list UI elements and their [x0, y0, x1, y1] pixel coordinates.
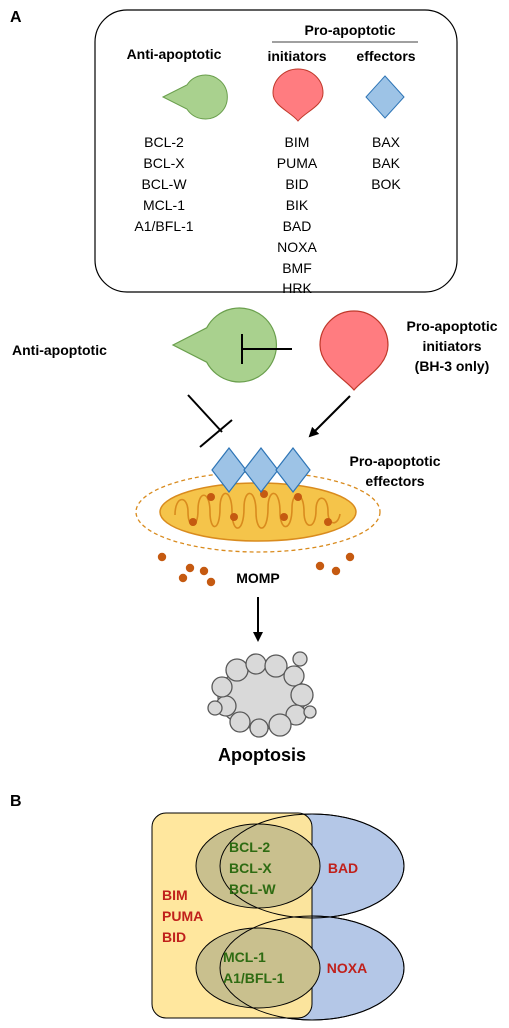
box-initiators-header: initiators — [267, 48, 326, 64]
anti-list-item: MCL-1 — [143, 197, 185, 213]
anti-apoptotic-pacman-large-icon — [171, 307, 277, 383]
top-group-list: BCL-2 BCL-X BCL-W — [229, 839, 276, 897]
effector-list-item: BAX — [372, 134, 401, 150]
effector-diamond-icon — [275, 447, 311, 493]
anti-list-item: BCL-2 — [144, 134, 184, 150]
bad-label: BAD — [328, 860, 358, 876]
pathway-effectors-label-1: Pro-apoptotic — [350, 453, 441, 469]
anti-apoptotic-list: BCL-2 BCL-X BCL-W MCL-1 A1/BFL-1 — [134, 134, 193, 234]
initiator-list-item: BAD — [283, 218, 312, 234]
apoptosis-label: Apoptosis — [218, 745, 306, 765]
cristae — [174, 492, 341, 529]
initiator-list-item: BIM — [285, 134, 310, 150]
anti-list-item: BCL-W — [141, 176, 187, 192]
panel-b-label: B — [10, 793, 22, 810]
yellow-group-list: BIM PUMA BID — [162, 887, 203, 945]
effector-list-item: BAK — [372, 155, 401, 171]
pathway-initiators-label-3: (BH-3 only) — [415, 358, 490, 374]
apoptotic-cell-icon — [207, 651, 317, 738]
initiators-list: BIM PUMA BID BIK BAD NOXA BMF HRK — [277, 134, 318, 296]
venn-label-red: PUMA — [162, 908, 203, 924]
venn-label-green: BCL-X — [229, 860, 272, 876]
bcl2-family-box — [94, 9, 458, 293]
venn-label-red: BID — [162, 929, 186, 945]
anti-inhibits-effectors-line — [187, 394, 223, 433]
cytochrome-dots-inner — [189, 490, 332, 526]
effectors-list: BAX BAK BOK — [371, 134, 401, 192]
initiator-drop-icon — [272, 68, 324, 122]
bottom-group-list: MCL-1 A1/BFL-1 — [223, 949, 285, 986]
effector-diamond-icon — [365, 75, 405, 119]
venn-label-green: MCL-1 — [223, 949, 266, 965]
box-anti-header: Anti-apoptotic — [127, 46, 222, 62]
pathway-initiators-label-2: initiators — [422, 338, 481, 354]
venn-label-green: BCL-W — [229, 881, 276, 897]
initiator-list-item: BMF — [282, 260, 312, 276]
bad-ellipse-outline — [219, 813, 405, 919]
venn-label-red: BIM — [162, 887, 188, 903]
pathway-initiators-label-1: Pro-apoptotic — [407, 318, 498, 334]
anti-apoptotic-pacman-icon — [161, 74, 228, 120]
initiator-drop-large-icon — [319, 310, 389, 391]
effector-diamond-icon — [211, 447, 247, 493]
effector-diamonds — [211, 447, 311, 493]
venn-label-green: BCL-2 — [229, 839, 270, 855]
box-effectors-header: effectors — [356, 48, 415, 64]
initiator-list-item: BID — [285, 176, 308, 192]
noxa-ellipse-outline — [219, 915, 405, 1021]
venn-label-green: A1/BFL-1 — [223, 970, 285, 986]
initiator-list-item: HRK — [282, 280, 312, 296]
anti-list-item: A1/BFL-1 — [134, 218, 193, 234]
pathway-anti-label: Anti-apoptotic — [12, 342, 107, 358]
anti-list-item: BCL-X — [143, 155, 185, 171]
effector-diamond-icon — [243, 447, 279, 493]
initiator-list-item: NOXA — [277, 239, 317, 255]
mitochondrion — [159, 482, 357, 542]
initiator-list-item: PUMA — [277, 155, 318, 171]
pathway-effectors-label-2: effectors — [365, 473, 424, 489]
initiator-activates-effectors-arrow — [308, 395, 351, 438]
mcl1-group-ellipse — [195, 927, 321, 1009]
box-pro-header: Pro-apoptotic — [305, 22, 396, 38]
panel-a-label: A — [10, 9, 22, 26]
effector-list-item: BOK — [371, 176, 401, 192]
momp-label: MOMP — [236, 570, 280, 586]
cytochrome-dots-released — [157, 552, 355, 587]
noxa-label: NOXA — [327, 960, 367, 976]
anti-inhibits-effectors-bar — [199, 419, 233, 448]
initiator-list-item: BIK — [286, 197, 309, 213]
